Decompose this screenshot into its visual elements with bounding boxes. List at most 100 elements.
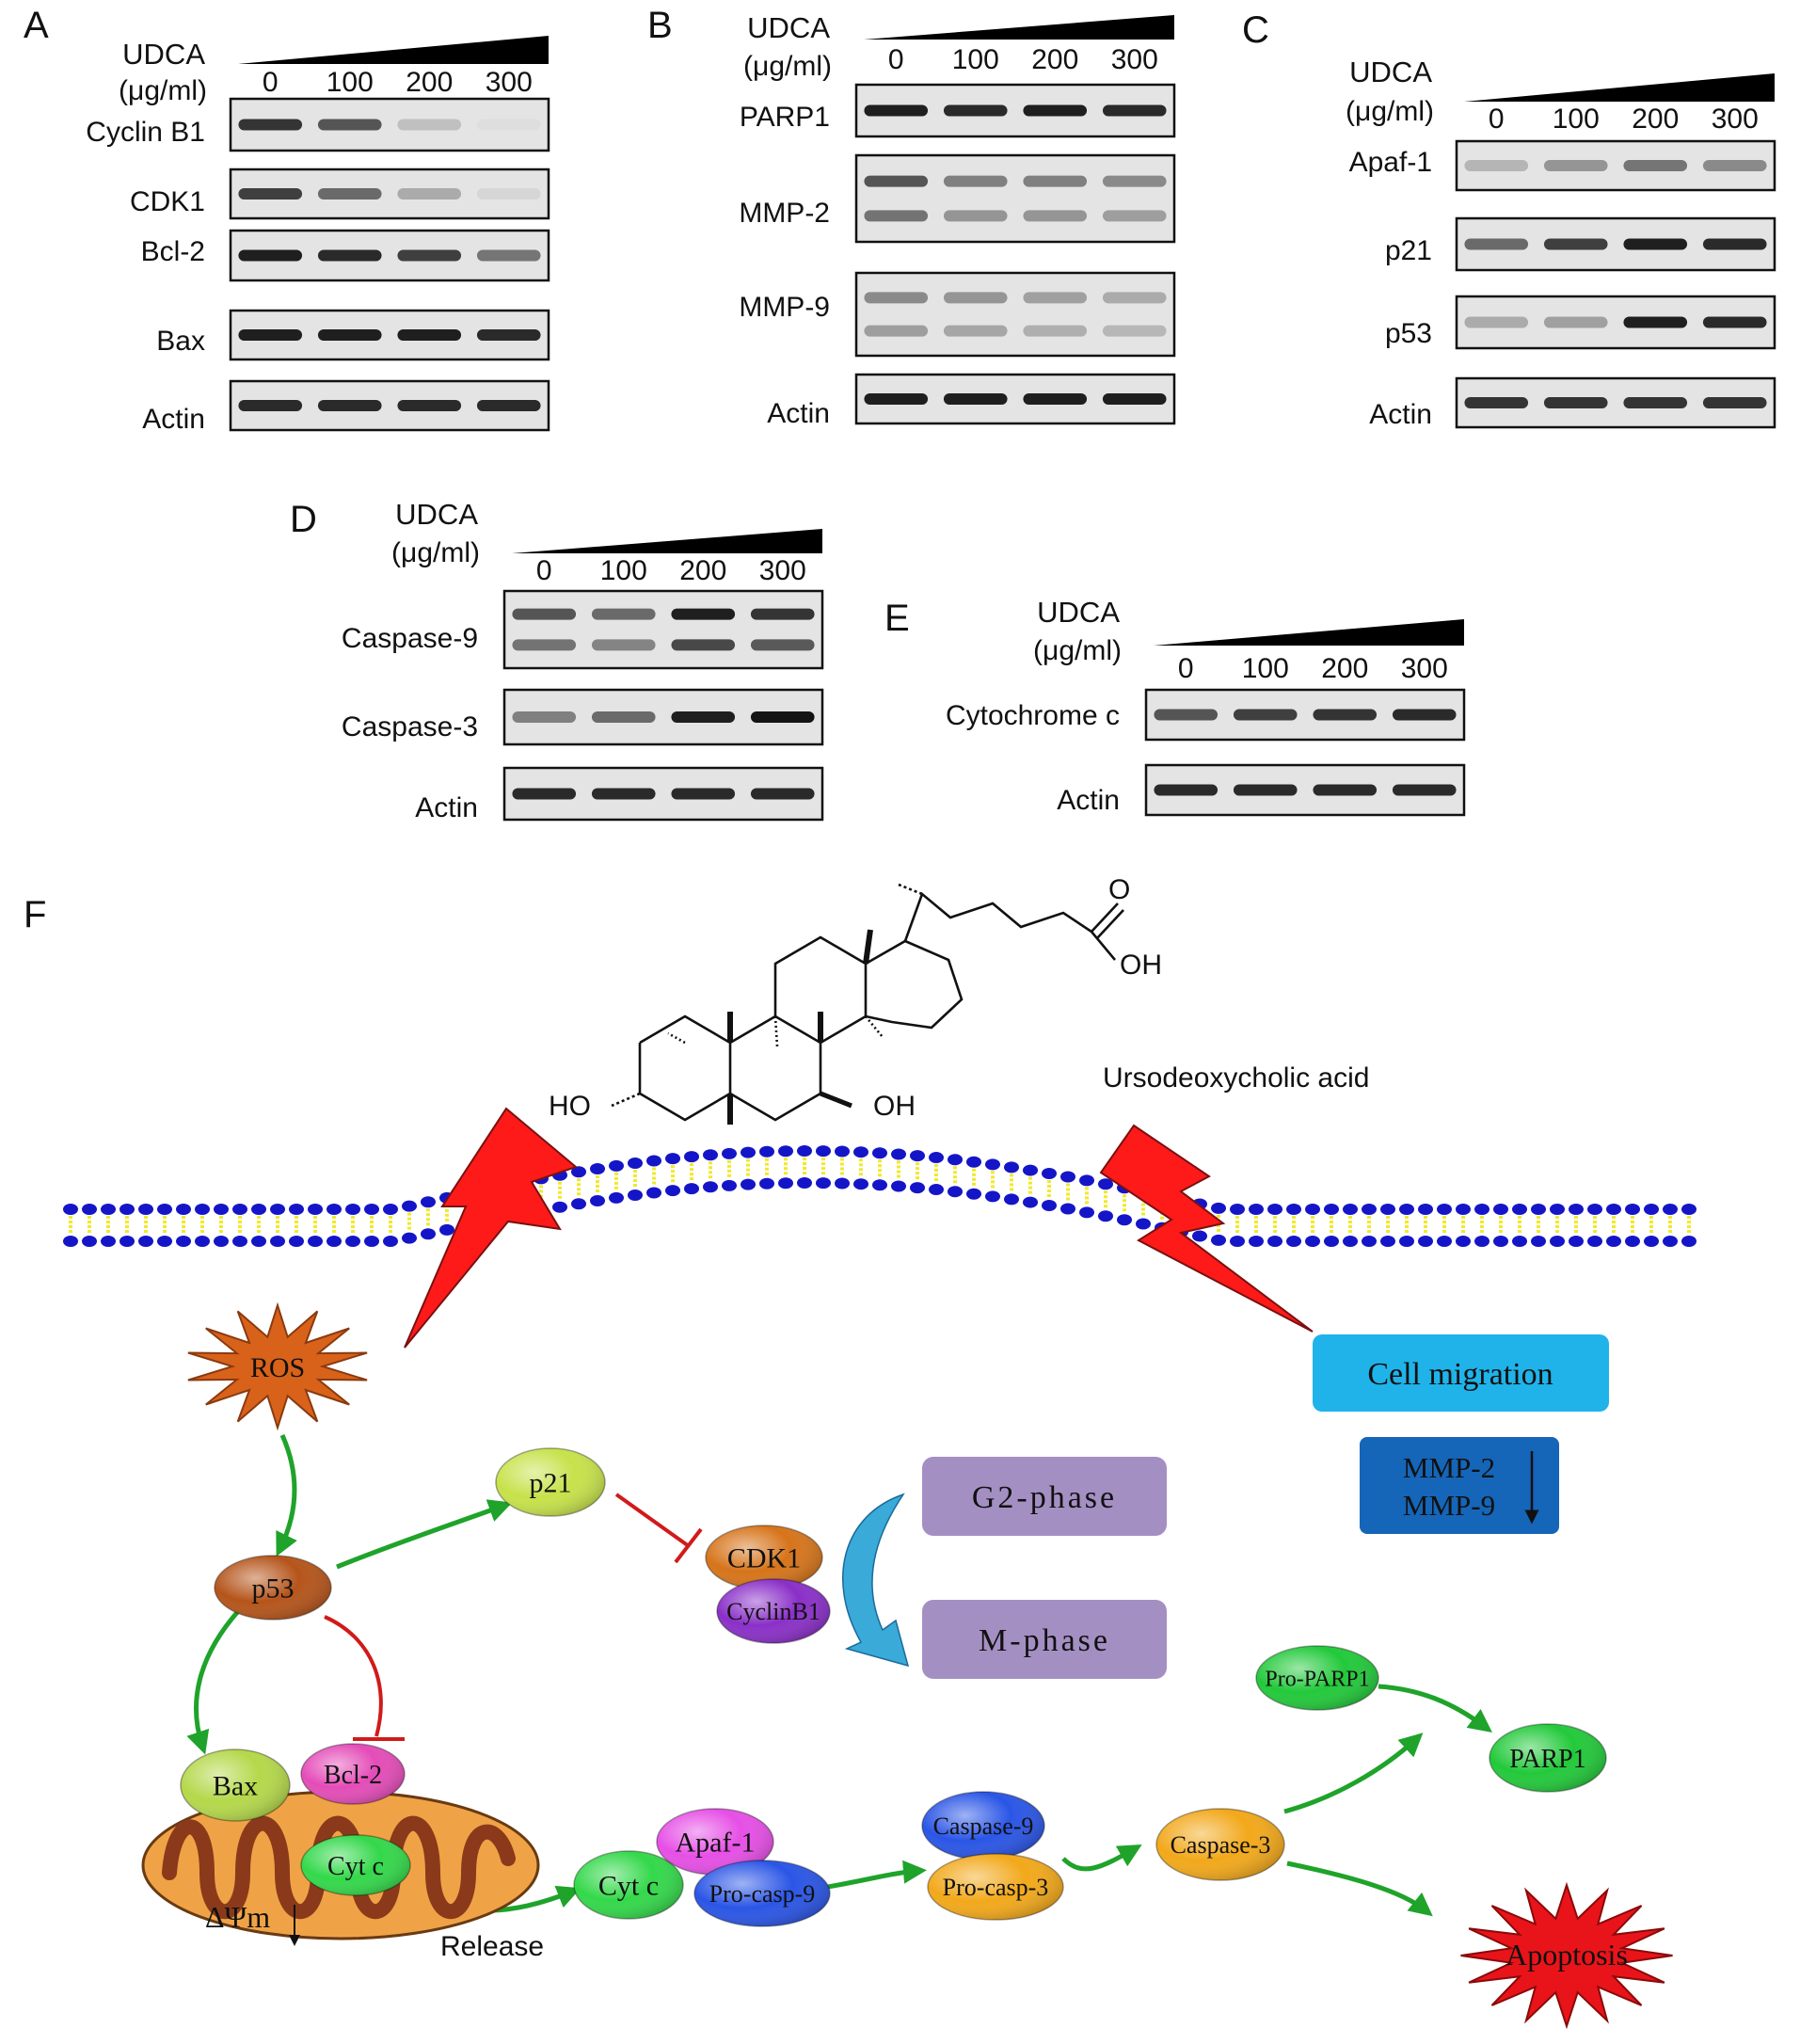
blot-row: Actin	[142, 379, 550, 435]
treatment-unit: (μg/ml)	[743, 51, 832, 82]
mmp-box	[1360, 1437, 1559, 1534]
blot-band	[591, 711, 656, 723]
blot-band	[397, 249, 462, 262]
structure-ho-label: HO	[549, 1091, 591, 1122]
blot-band	[1623, 238, 1688, 250]
blot-row: Cyclin B1	[86, 97, 550, 152]
blot-band	[591, 788, 656, 800]
blot-label: Cytochrome c	[946, 700, 1120, 731]
blot-band	[1464, 316, 1529, 328]
blot-band	[1543, 397, 1608, 408]
cytc-label: Cyt c	[598, 1871, 659, 1902]
treatment-name: UDCA	[1037, 596, 1120, 629]
blot-band	[1233, 784, 1298, 796]
cytc-mito-label: Cyt c	[327, 1852, 384, 1881]
blot-band	[1464, 160, 1529, 171]
blot-label: MMP-9	[739, 292, 830, 323]
blot-band	[1623, 316, 1688, 328]
arrow-apaf-casp9	[827, 1860, 927, 1890]
protein-parp1: PARP1	[1489, 1723, 1607, 1793]
blot-band	[1023, 104, 1088, 117]
blot-label: Bcl-2	[141, 236, 205, 267]
dose-label: 100	[327, 67, 374, 98]
blot-band	[1623, 160, 1688, 171]
arrow-ros-p53	[276, 1433, 297, 1557]
blot-label: Actin	[1057, 785, 1120, 816]
mmp2-down-label: MMP-2	[1403, 1451, 1495, 1484]
blot-row: Apaf-1	[1349, 139, 1776, 192]
blot-row: Cytochrome c	[946, 688, 1466, 742]
blot-row: Bax	[156, 309, 550, 361]
blot-row: Caspase-9	[342, 589, 824, 670]
blot-membrane	[854, 153, 1176, 244]
p53-label: p53	[252, 1573, 295, 1605]
protein-procasp9: Pro-casp-9	[693, 1860, 831, 1927]
p21-label: p21	[530, 1468, 572, 1499]
blot-row: p21	[1385, 216, 1776, 272]
blot-band	[1102, 175, 1167, 187]
dose-label: 0	[263, 67, 279, 98]
m-phase-box	[922, 1600, 1167, 1679]
dose-label: 200	[1321, 653, 1368, 684]
blot-band	[1392, 784, 1457, 796]
blot-row: Actin	[415, 766, 824, 823]
blot-label: p21	[1385, 235, 1432, 266]
blot-band	[1102, 210, 1167, 222]
blot-label: MMP-2	[739, 198, 830, 229]
blot-band	[238, 329, 303, 341]
blot-label: CDK1	[130, 186, 205, 217]
blot-band	[1233, 709, 1298, 721]
blot-membrane	[502, 589, 824, 670]
blot-band	[1023, 210, 1088, 222]
arrow-p53-p21	[336, 1499, 513, 1570]
proparp1-label: Pro-PARP1	[1265, 1667, 1369, 1691]
treatment-unit: (μg/ml)	[1033, 635, 1122, 666]
protein-bcl2: Bcl-2	[300, 1743, 406, 1805]
blot-label: PARP1	[740, 102, 830, 133]
protein-caspase3: Caspase-3	[1155, 1808, 1285, 1881]
blot-row: MMP-2	[739, 153, 1176, 244]
structure-o-label: O	[1108, 874, 1130, 905]
g2m-transition-arrow-icon	[842, 1493, 910, 1668]
dose-wedge	[1464, 73, 1775, 102]
blot-label: Caspase-3	[342, 711, 478, 743]
panel-letter-b: B	[647, 5, 673, 46]
blot-band	[1102, 325, 1167, 337]
mmp9-down-label: MMP-9	[1403, 1489, 1495, 1522]
dose-label: 0	[888, 44, 904, 75]
dose-label: 100	[952, 44, 999, 75]
blot-band	[317, 249, 382, 262]
protein-cytc: Cyt c	[573, 1850, 684, 1920]
treatment-name: UDCA	[747, 11, 830, 44]
protein-proparp1: Pro-PARP1	[1255, 1645, 1379, 1711]
cdk1-label: CDK1	[727, 1543, 801, 1574]
arrow-proparp-parp	[1378, 1684, 1492, 1733]
compound-name: Ursodeoxycholic acid	[1103, 1062, 1369, 1094]
blot-band	[317, 188, 382, 200]
dose-wedge	[238, 36, 549, 64]
blot-band	[750, 639, 815, 651]
cell-migration-label: Cell migration	[1367, 1357, 1553, 1392]
protein-cyclinb1: CyclinB1	[716, 1578, 831, 1644]
dose-label: 200	[1632, 104, 1679, 135]
blot-band	[864, 210, 929, 222]
blot-band	[1623, 397, 1688, 408]
blot-row: Bcl-2	[141, 229, 550, 282]
structure-oh-acid-label: OH	[1120, 950, 1162, 981]
procasp3-label: Pro-casp-3	[943, 1874, 1049, 1901]
pathway-inhibitions	[324, 1493, 703, 1741]
panel-letter-f: F	[24, 894, 46, 935]
blot-band	[476, 249, 541, 262]
protein-cytc-mito: Cyt c	[300, 1834, 411, 1896]
blot-band	[397, 188, 462, 200]
blot-band	[317, 329, 382, 341]
blot-band	[1702, 397, 1767, 408]
arrow-casp9-casp3	[1061, 1844, 1142, 1872]
blot-band	[943, 292, 1008, 304]
blot-band	[476, 119, 541, 131]
treatment-unit: (μg/ml)	[391, 537, 480, 568]
